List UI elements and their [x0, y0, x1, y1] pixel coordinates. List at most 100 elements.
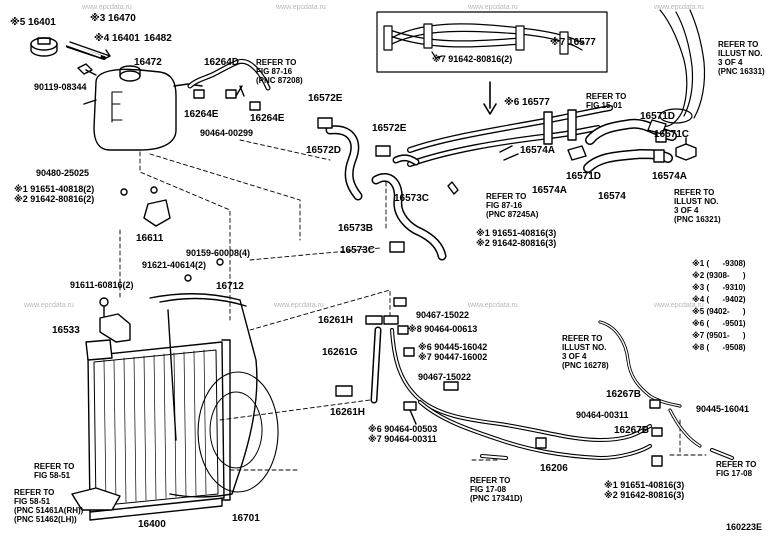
label-90467-15022-top: 90467-15022 [416, 310, 470, 320]
legend-range: (9501- ) [704, 331, 746, 340]
legend-range: ( -9308) [704, 259, 746, 268]
label-16264d: 16264D [204, 57, 240, 68]
ref-line: REFER TO [716, 460, 757, 469]
label-16206: 16206 [540, 463, 568, 474]
bolts-90159-icon [184, 258, 224, 282]
ref-fig-15-01[interactable]: REFER TO FIG 15-01 [586, 92, 626, 110]
bracket-16611-icon [120, 186, 171, 227]
label-16574a-third: 16574A [532, 185, 568, 196]
label-16701: 16701 [232, 513, 260, 524]
label-91611: 91611-60816(2) [70, 280, 134, 290]
label-16574a-right: 16574A [652, 171, 688, 182]
ref-illust-16278[interactable]: REFER TO ILLUST NO. 3 OF 4 (PNC 16278) [562, 334, 609, 370]
legend-row: ※8 ( -9508) [692, 342, 746, 354]
label-91651-40816-bottom: ※1 91651-40816(3) [604, 480, 685, 490]
watermark: www.epcdata.ru [274, 302, 324, 309]
label-91651-40818: ※1 91651-40818(2) [14, 184, 95, 194]
label-90159: 90159-60008(4) [186, 248, 251, 258]
label-16571d-left: 16571D [566, 171, 602, 182]
watermark: www.epcdata.ru [468, 4, 518, 11]
ref-line: REFER TO [14, 488, 55, 497]
ref-line: 3 OF 4 [562, 352, 587, 361]
ref-fig-17-08-17341d[interactable]: REFER TO FIG 17-08 (PNC 17341D) [470, 476, 522, 503]
ref-line: ILLUST NO. [674, 197, 719, 206]
label-16401-top: ※5 16401 [10, 17, 56, 28]
water-outlet-16331-icon [647, 9, 706, 135]
ref-illust-16321[interactable]: REFER TO ILLUST NO. 3 OF 4 (PNC 16321) [674, 188, 721, 224]
ref-line: FIG 58-51 [14, 497, 51, 506]
legend-mark: ※7 [692, 331, 705, 340]
hose-16261-icon [335, 315, 383, 404]
heater-hose-16267-icon [480, 320, 734, 460]
label-16572d: 16572D [306, 145, 342, 156]
ref-line: FIG 17-08 [716, 469, 753, 478]
bracket-16533-icon [99, 297, 131, 343]
ref-line: 3 OF 4 [718, 58, 743, 67]
label-91651-40816-mid: ※1 91651-40816(3) [476, 228, 557, 238]
legend-mark: ※2 [692, 271, 705, 280]
ref-line: (PNC 87245A) [486, 210, 539, 219]
legend-row: ※5 (9402- ) [692, 306, 746, 318]
label-90464-00503: ※6 90464-00503 [368, 424, 438, 434]
ref-fig-87-16-87208[interactable]: REFER TO FIG 87-16 (PNC 87208) [256, 58, 303, 85]
ref-line: FIG 58-51 [34, 471, 71, 480]
reservoir-tank-16470-icon [83, 65, 203, 151]
legend-row: ※7 (9501- ) [692, 330, 746, 342]
legend-row: ※3 ( -9310) [692, 282, 746, 294]
label-16401: ※4 16401 [94, 33, 140, 44]
ref-fig-58-51-b[interactable]: REFER TO FIG 58-51 (PNC 51461A(RH)) (PNC… [14, 488, 83, 524]
label-16577: ※6 16577 [504, 97, 550, 108]
watermark: www.epcdata.ru [276, 4, 326, 11]
water-pipe-16577-icon [407, 105, 613, 167]
label-16571d-right: 16571D [640, 111, 676, 122]
legend-range: ( -9501) [704, 319, 746, 328]
label-16573c-upper: 16573C [394, 193, 430, 204]
ref-illust-16331[interactable]: REFER TO ILLUST NO. 3 OF 4 (PNC 16331) [718, 40, 765, 76]
legend-range: ( -9402) [704, 295, 746, 304]
label-90464-00613: ※8 90464-00613 [408, 324, 478, 334]
ref-line: REFER TO [562, 334, 603, 343]
legend-range: (9402- ) [704, 307, 746, 316]
label-16712: 16712 [216, 281, 244, 292]
label-16261g: 16261G [322, 347, 358, 358]
legend-row: ※4 ( -9402) [692, 294, 746, 306]
label-16572e-b: 16572E [372, 123, 407, 134]
label-16533: 16533 [52, 325, 80, 336]
label-90445-16041: 90445-16041 [696, 404, 750, 414]
label-90447-16002: ※7 90447-16002 [418, 352, 488, 362]
label-16267b-bottom: 16267B [614, 425, 650, 436]
ref-line: REFER TO [470, 476, 511, 485]
ref-fig-17-08[interactable]: REFER TO FIG 17-08 [716, 460, 756, 478]
legend-mark: ※5 [692, 307, 705, 316]
label-16573b: 16573B [338, 223, 374, 234]
inset-pipes-icon [383, 23, 585, 59]
legend-mark: ※1 [692, 259, 705, 268]
diagram-code: 160223E [726, 522, 763, 532]
ref-line: (PNC 17341D) [470, 494, 523, 503]
label-16574a-left: 16574A [520, 145, 556, 156]
label-90445-16042: ※6 90445-16042 [418, 342, 488, 352]
label-16571c: 16571C [654, 129, 690, 140]
label-91642-inset: ※7 91642-80816(2) [432, 54, 513, 64]
label-90467-15022-bottom: 90467-15022 [418, 372, 472, 382]
label-16611: 16611 [136, 233, 164, 244]
ref-line: FIG 87-16 [256, 67, 293, 76]
ref-line: FIG 87-16 [486, 201, 523, 210]
radiator-16400-icon [85, 339, 231, 521]
label-16482: 16482 [144, 33, 172, 44]
label-90480: 90480-25025 [36, 168, 90, 178]
legend-row: ※1 ( -9308) [692, 258, 746, 270]
ref-line: ILLUST NO. [562, 343, 607, 352]
label-16267b-top: 16267B [606, 389, 642, 400]
label-16572e-a: 16572E [308, 93, 343, 104]
label-16261h-top: 16261H [318, 315, 354, 326]
label-91642-80816-bottom: ※2 91642-80816(3) [604, 490, 685, 500]
ref-fig-58-51-a[interactable]: REFER TO FIG 58-51 [34, 462, 74, 480]
ref-line: REFER TO [34, 462, 75, 471]
watermark: www.epcdata.ru [468, 302, 518, 309]
ref-line: (PNC 87208) [256, 76, 303, 85]
ref-fig-87-16-87245a[interactable]: REFER TO FIG 87-16 (PNC 87245A) [486, 192, 538, 219]
ref-line: (PNC 51462(LH)) [14, 515, 77, 524]
